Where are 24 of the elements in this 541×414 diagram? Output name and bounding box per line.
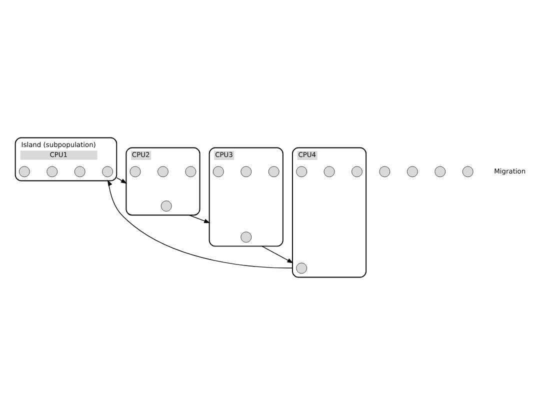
node-circle — [160, 200, 172, 212]
arrow — [188, 214, 210, 223]
node-circle — [157, 166, 168, 177]
node-circle — [18, 166, 30, 177]
node-circle — [268, 166, 280, 177]
arrow — [107, 179, 293, 268]
node-circle — [130, 166, 141, 177]
node-circle — [434, 166, 446, 177]
node-circle — [102, 166, 114, 177]
arrow — [262, 245, 294, 263]
node-circle — [406, 166, 418, 177]
node-circle — [240, 231, 252, 242]
node-circle — [240, 166, 252, 177]
node-circle — [296, 166, 308, 177]
node-circle — [212, 166, 224, 177]
node-circle — [324, 166, 335, 177]
node-circle — [296, 262, 308, 274]
node-circle — [379, 166, 390, 177]
node-circle — [74, 166, 86, 177]
node-circle — [185, 166, 196, 177]
node-circle — [352, 166, 362, 177]
node-circle — [46, 166, 58, 177]
node-circle — [462, 166, 474, 177]
arrow — [116, 176, 128, 184]
